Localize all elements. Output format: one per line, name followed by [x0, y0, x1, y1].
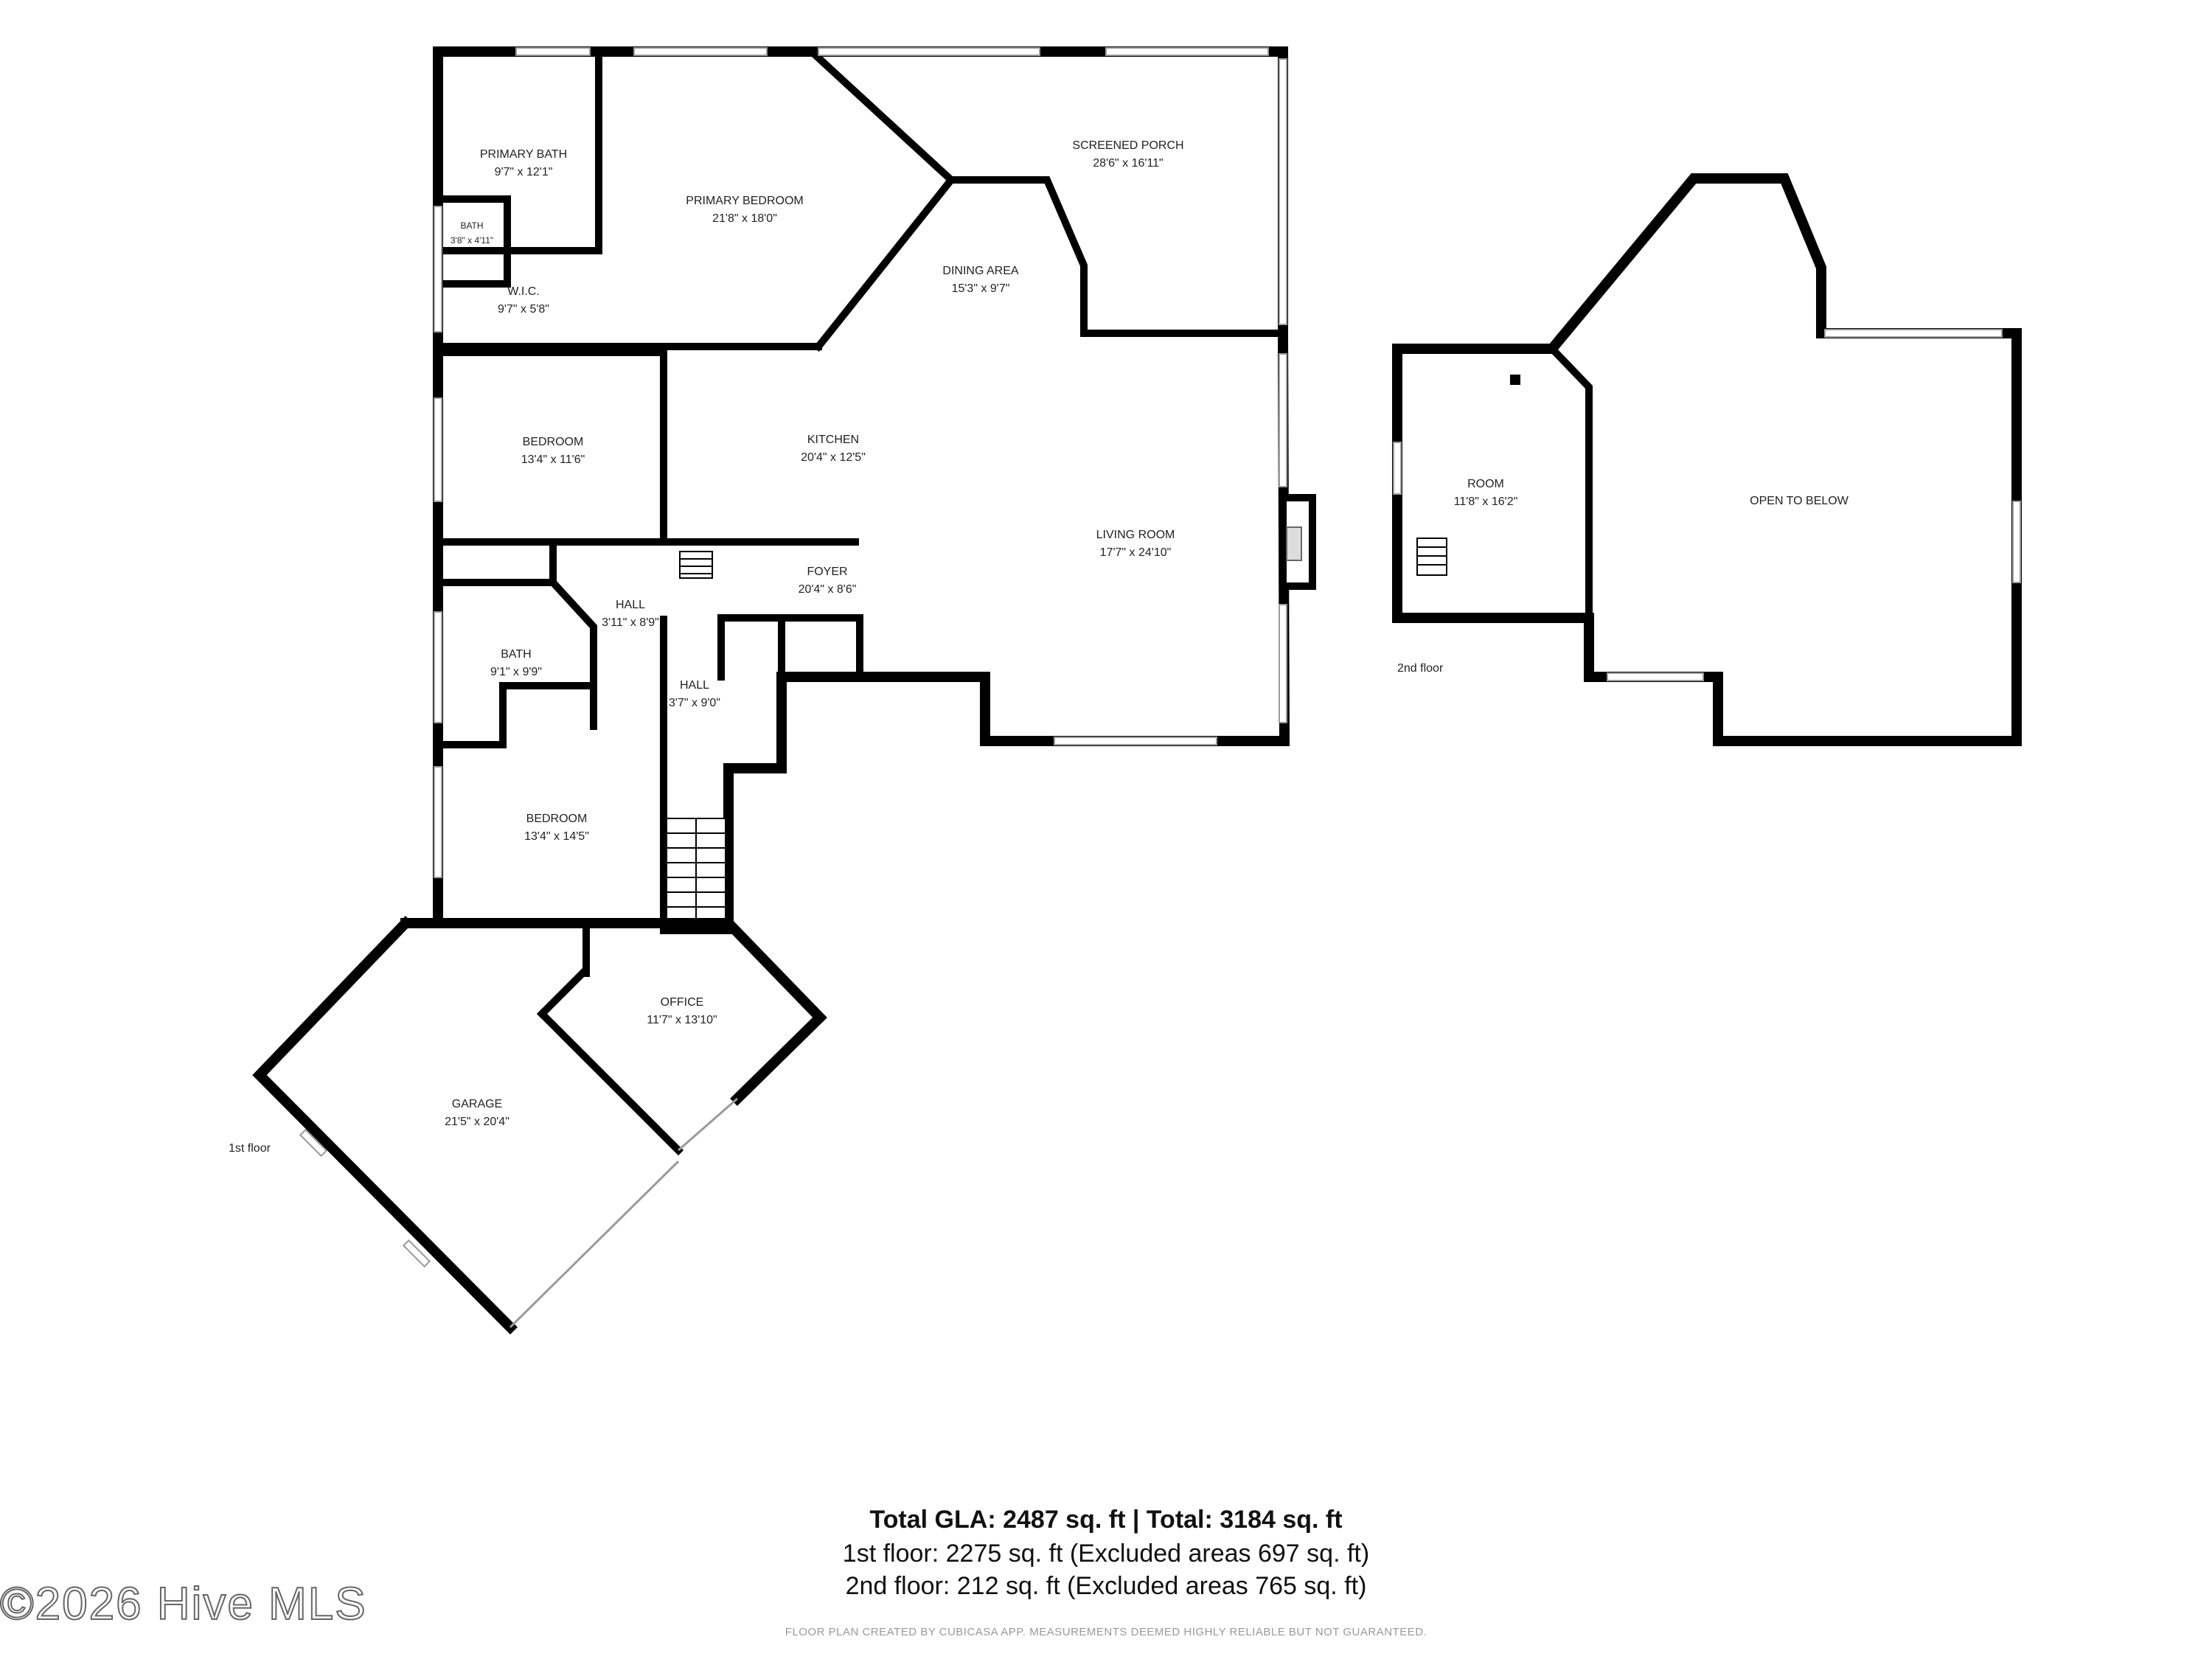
room-label: KITCHEN — [807, 434, 859, 446]
room-dims: 3'8" x 4'11" — [451, 235, 493, 246]
room-dims: 3'11" x 8'9" — [602, 616, 659, 629]
wall — [536, 1008, 684, 1156]
room-label: BEDROOM — [523, 436, 584, 448]
room-dims: 9'7" x 12'1" — [495, 166, 553, 178]
wall — [1546, 343, 1593, 622]
stairs-2nd — [1416, 538, 1447, 576]
wall — [434, 538, 557, 586]
room-dims: 21'8" x 18'0" — [712, 212, 777, 225]
floor-label-first: 1st floor — [229, 1142, 271, 1155]
room-dims: 20'4" x 8'6" — [799, 583, 857, 596]
room-label: OFFICE — [661, 996, 704, 1009]
second-floor-area: 2nd floor: 212 sq. ft (Excluded areas 76… — [845, 1572, 1367, 1600]
exterior-wall — [252, 916, 518, 1335]
room-label: SCREENED PORCH — [1072, 139, 1183, 152]
wall — [717, 614, 863, 681]
room-label: ROOM — [1467, 478, 1504, 490]
room-dims: 3'7" x 9'0" — [669, 697, 720, 709]
room-label: GARAGE — [452, 1098, 502, 1110]
room-label: DINING AREA — [942, 265, 1018, 277]
room-dims: 13'4" x 14'5" — [524, 830, 589, 843]
floor-label-second: 2nd floor — [1397, 662, 1444, 675]
wall — [434, 682, 597, 748]
second-floor-plan — [1392, 173, 2022, 746]
room-label: OPEN TO BELOW — [1750, 495, 1849, 507]
room-dims: 9'7" x 5'8" — [498, 303, 549, 316]
room-label: BATH — [460, 220, 483, 231]
room-dims: 9'1" x 9'9" — [490, 666, 542, 678]
room-dims: 21'5" x 20'4" — [445, 1116, 509, 1128]
room-label: PRIMARY BATH — [480, 148, 567, 161]
room-label: HALL — [616, 599, 645, 611]
room-label: FOYER — [807, 566, 847, 578]
disclaimer: FLOOR PLAN CREATED BY CUBICASA APP. MEAS… — [785, 1626, 1427, 1638]
wall — [536, 967, 588, 1020]
post — [1510, 375, 1520, 385]
room-dims: 11'8" x 16'2" — [1454, 495, 1518, 508]
total-area-summary: Total GLA: 2487 sq. ft | Total: 3184 sq.… — [869, 1506, 1343, 1534]
room-label: BATH — [501, 648, 531, 661]
room-dims: 17'7" x 24'10" — [1100, 546, 1172, 559]
room-label: W.I.C. — [507, 285, 540, 298]
room-label: HALL — [680, 679, 709, 692]
first-floor-area: 1st floor: 2275 sq. ft (Excluded areas 6… — [842, 1540, 1370, 1568]
exterior-wall — [1392, 173, 2022, 746]
room-dims: 11'7" x 13'10" — [647, 1014, 717, 1026]
stairs-small — [679, 551, 713, 579]
first-floor-plan — [252, 46, 1316, 1335]
stairs — [666, 818, 726, 930]
wall — [547, 577, 597, 682]
wall — [809, 49, 956, 352]
room-dims: 20'4" x 12'5" — [801, 451, 866, 464]
room-label: LIVING ROOM — [1096, 529, 1175, 541]
wall — [947, 176, 1287, 337]
room-dims: 15'3" x 9'7" — [952, 282, 1010, 295]
room-dims: 13'4" x 11'6" — [521, 453, 585, 466]
exterior-wall — [721, 916, 827, 1106]
room-dims: 28'6" x 16'11" — [1093, 157, 1163, 170]
watermark: ©2026 Hive MLS — [0, 1578, 367, 1630]
exterior-wall — [433, 46, 1290, 925]
room-label: PRIMARY BEDROOM — [686, 195, 803, 207]
room-label: BEDROOM — [526, 813, 588, 825]
